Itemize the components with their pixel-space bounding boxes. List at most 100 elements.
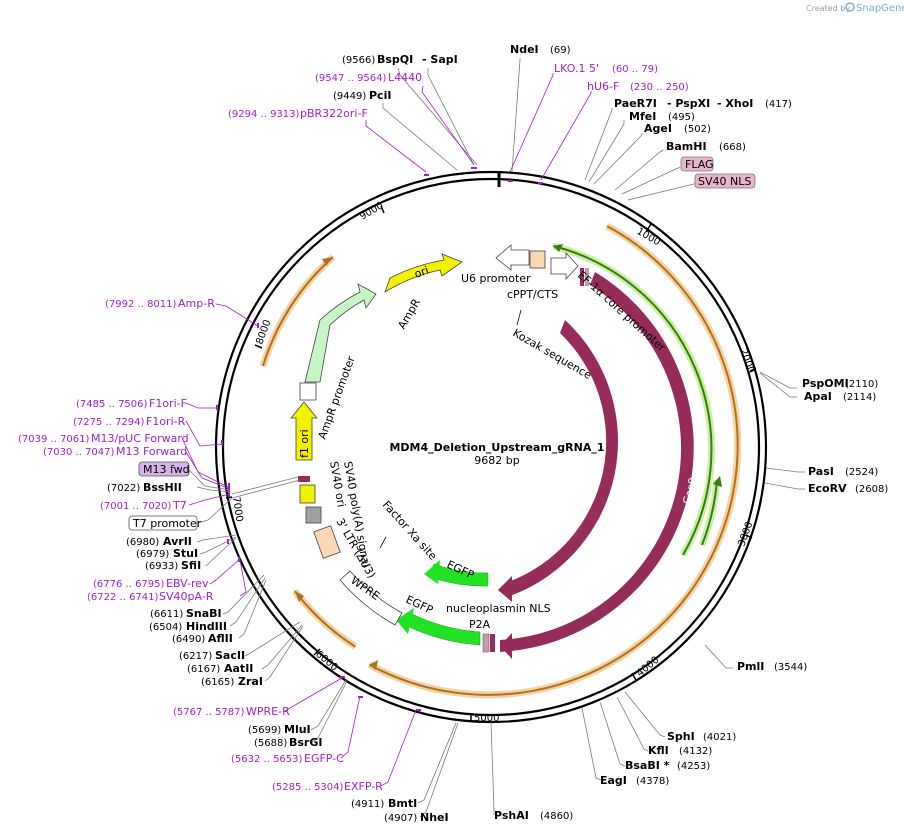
primer-name-wpre-r[interactable]: WPRE-R xyxy=(246,705,290,718)
primer-name-t7[interactable]: T7 xyxy=(172,499,187,512)
site-name-xhoi[interactable]: - XhoI xyxy=(717,97,753,110)
wpre-block[interactable] xyxy=(339,570,403,626)
site-name-bsrgi[interactable]: BsrGI xyxy=(289,736,322,749)
ori-arrow[interactable] xyxy=(384,253,463,293)
site-pos-pasi: (2524) xyxy=(845,467,878,478)
tick-label-2000: 2000 xyxy=(737,347,756,375)
site-name-nhei[interactable]: NheI xyxy=(420,811,449,824)
ampr-arrow[interactable] xyxy=(304,283,377,383)
site-pos-sacii: (6217) xyxy=(179,651,212,662)
primer-range-pbr322ori-f: (9294 .. 9313) xyxy=(228,109,300,120)
feature-label-nucleoplasmin-nls: nucleoplasmin NLS xyxy=(446,602,551,615)
sv40-nls-box[interactable] xyxy=(694,173,756,189)
site-name-ndei[interactable]: NdeI xyxy=(510,43,539,56)
flag-box[interactable] xyxy=(680,156,714,172)
ef1a-promoter-arrow[interactable] xyxy=(550,251,579,281)
cas9-inner-arrowhead xyxy=(498,576,512,602)
site-pos-avrii: (6980) xyxy=(126,537,159,548)
site-name-apai[interactable]: ApaI xyxy=(804,390,832,403)
primer-name-egfp-c[interactable]: EGFP-C xyxy=(304,752,344,765)
primer-name-ebv-rev[interactable]: EBV-rev xyxy=(166,577,209,590)
cas9-outer-arrowhead xyxy=(500,633,512,659)
sv40-ori-block[interactable] xyxy=(305,506,322,524)
site-name-bamhi[interactable]: BamHI xyxy=(666,140,707,153)
snapgene-logo-icon xyxy=(845,2,855,12)
primer-range-egfp-c: (5632 .. 5653) xyxy=(231,754,303,765)
primer-name-f1ori-r[interactable]: F1ori-R xyxy=(146,415,186,428)
ampr-promoter-block[interactable] xyxy=(299,382,317,401)
primer-name-l4440[interactable]: L4440 xyxy=(388,71,422,84)
feature-label-ampr: AmpR xyxy=(395,296,423,331)
site-name-paer7i[interactable]: PaeR7I xyxy=(614,97,657,110)
site-name-sapi[interactable]: - SapI xyxy=(422,53,458,66)
tick-3000 xyxy=(745,534,753,539)
primer-name-m13-forward[interactable]: M13 Forward xyxy=(116,445,187,458)
t7-promoter-box[interactable] xyxy=(128,515,198,531)
site-name-pspomi[interactable]: PspOMI xyxy=(802,377,849,390)
site-name-bsabi[interactable]: BsaBI * xyxy=(625,759,670,772)
sv40-small-block[interactable] xyxy=(298,476,310,482)
site-pos-pmli: (3544) xyxy=(774,662,807,673)
site-name-agei[interactable]: AgeI xyxy=(644,122,672,135)
site-name-kfli[interactable]: KflI xyxy=(648,744,669,757)
site-name-sphi[interactable]: SphI xyxy=(667,730,695,743)
egfp-inner-arrowhead xyxy=(424,560,440,584)
cppt-cts-block[interactable] xyxy=(529,250,546,269)
site-name-hindiii[interactable]: HindIII xyxy=(186,620,227,633)
site-name-sacii[interactable]: SacII xyxy=(215,649,245,662)
site-name-pspxi[interactable]: - PspXI xyxy=(667,97,710,110)
site-name-aatii[interactable]: AatII xyxy=(224,662,253,675)
site-name-bmti[interactable]: BmtI xyxy=(388,797,417,810)
site-pos-eagi: (4378) xyxy=(636,776,669,787)
site-pos-sphi: (4021) xyxy=(703,732,736,743)
site-name-stui[interactable]: StuI xyxy=(173,547,198,560)
feature-label-cas9-inner: Cas9 xyxy=(626,464,644,493)
cas9-outer-arc[interactable] xyxy=(500,272,694,652)
primer-range-m13puc: (7039 .. 7061) xyxy=(18,434,90,445)
primer-name-f1ori-f[interactable]: F1ori-F xyxy=(149,397,187,410)
site-name-zrai[interactable]: ZraI xyxy=(238,675,263,688)
u6-promoter-arrow[interactable] xyxy=(495,244,530,271)
site-name-mfei[interactable]: MfeI xyxy=(629,110,656,123)
site-name-ecorv[interactable]: EcoRV xyxy=(808,482,847,495)
label-t7-promoter: T7 promoter xyxy=(132,517,202,530)
f1-ori-arrow[interactable] xyxy=(290,401,318,461)
site-name-avrii[interactable]: AvrII xyxy=(163,535,192,548)
site-name-pasi[interactable]: PasI xyxy=(808,465,834,478)
primer-name-amp-r[interactable]: Amp-R xyxy=(178,297,215,310)
primer-name-lko1[interactable]: LKO.1 5' xyxy=(554,62,599,75)
cas9-inner-arc[interactable] xyxy=(508,320,618,596)
flag-block[interactable] xyxy=(585,268,589,286)
ltr-block[interactable] xyxy=(313,525,341,559)
site-name-sfii[interactable]: SfiI xyxy=(181,559,201,572)
p2a-block[interactable] xyxy=(482,633,490,653)
site-name-snabi[interactable]: SnaBI xyxy=(186,607,222,620)
sv40-polya-block[interactable] xyxy=(299,484,316,504)
primer-name-pbr322ori-f[interactable]: pBR322ori-F xyxy=(300,107,368,120)
primer-name-m13puc[interactable]: M13/pUC Forward xyxy=(91,432,189,445)
egfp-inner-arrow[interactable] xyxy=(429,563,489,587)
kozak-block[interactable] xyxy=(580,268,584,286)
primer-name-exfp-r[interactable]: EXFP-R xyxy=(344,780,383,793)
nls-block[interactable] xyxy=(490,634,495,652)
site-name-pshai[interactable]: PshAI xyxy=(494,809,529,822)
site-name-pmli[interactable]: PmlI xyxy=(737,660,764,673)
site-name-eagi[interactable]: EagI xyxy=(600,774,627,787)
feature-label-cppt-cts: cPPT/CTS xyxy=(507,288,558,301)
primer-name-sv40pa-r[interactable]: SV40pA-R xyxy=(159,590,214,603)
site-name-aflii[interactable]: AflII xyxy=(208,632,233,645)
ampr-orange-arc xyxy=(262,256,334,367)
site-pos-mfei: (495) xyxy=(668,112,695,123)
plasmid-name: MDM4_Deletion_Upstream_gRNA_1 xyxy=(389,441,604,454)
tick-label-7000: 7000 xyxy=(230,496,244,523)
site-name-bsshii[interactable]: BssHII xyxy=(143,481,182,494)
primer-name-hu6-f[interactable]: hU6-F xyxy=(587,80,619,93)
site-name-mlui[interactable]: MluI xyxy=(284,723,311,736)
site-pos-bsabi: (4253) xyxy=(677,761,710,772)
primer-range-amp-r: (7992 .. 8011) xyxy=(105,299,177,310)
m13-fwd-box[interactable] xyxy=(138,461,190,477)
site-name-bspqi[interactable]: BspQI xyxy=(377,53,413,66)
site-pos-xhoi: (417) xyxy=(765,99,792,110)
site-name-pcii[interactable]: PciI xyxy=(369,89,391,102)
tick-7000 xyxy=(225,496,233,499)
